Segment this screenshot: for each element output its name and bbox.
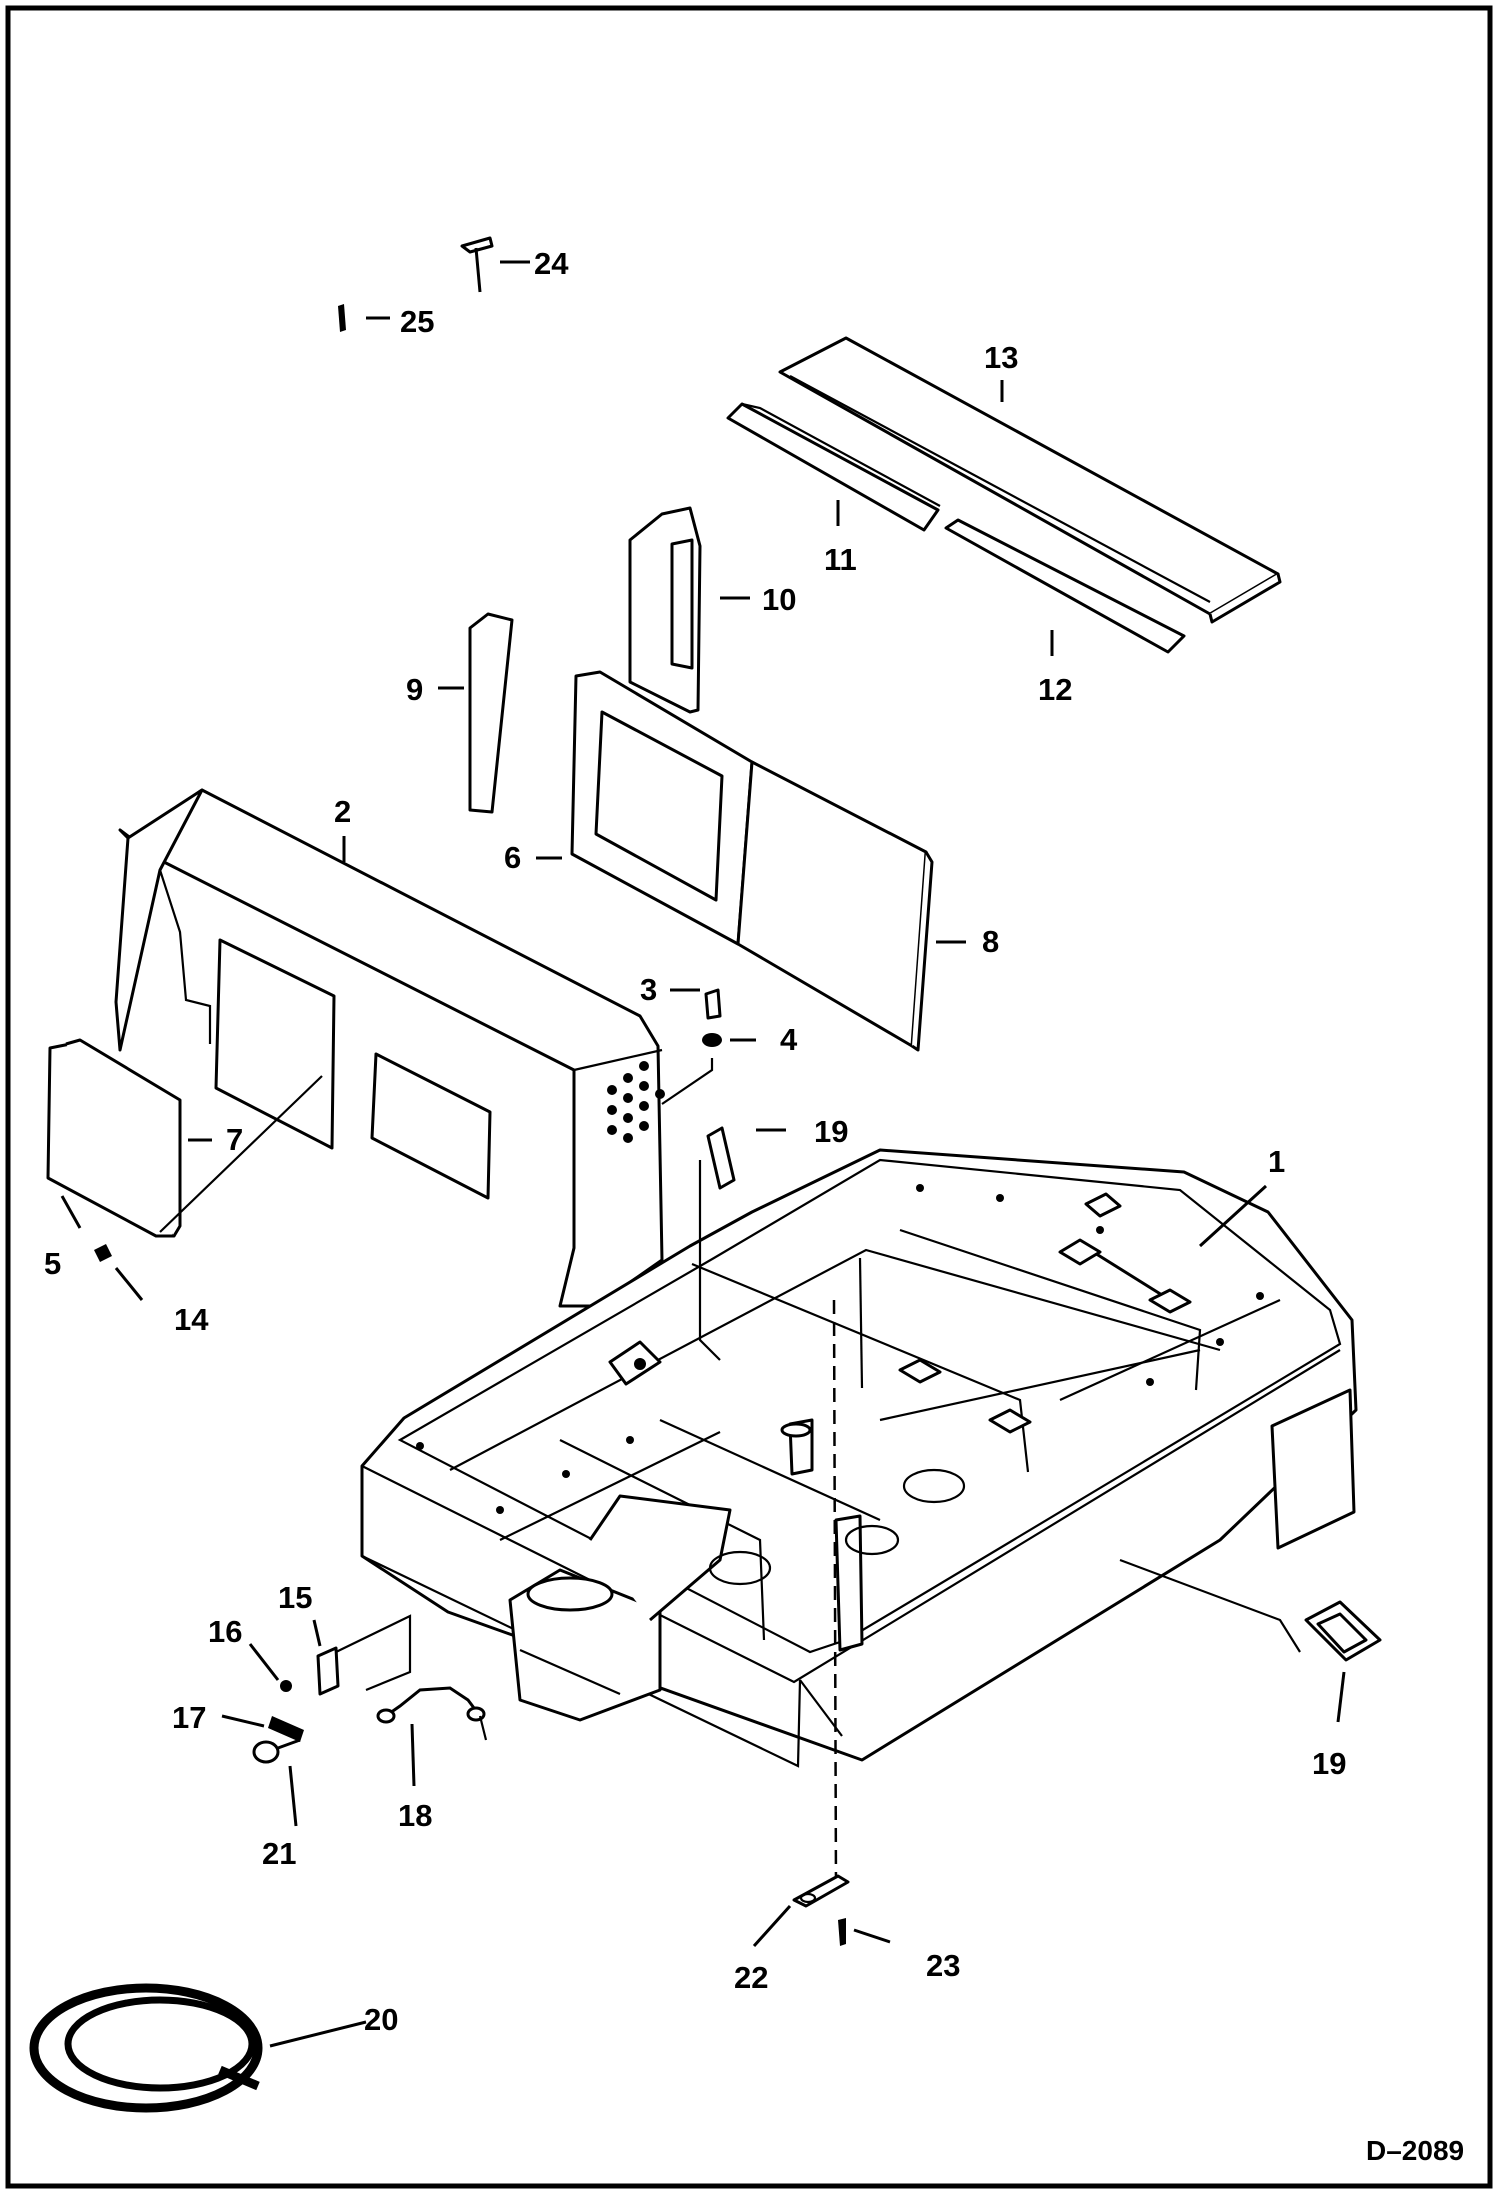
part-20-hose-coil — [29, 1983, 263, 2113]
callout-6: 6 — [504, 840, 521, 875]
callout-23: 23 — [926, 1948, 960, 1983]
part-17-fitting — [268, 1716, 304, 1742]
callout-25: 25 — [400, 304, 434, 339]
part-5-7-cover-plate — [46, 1038, 323, 1238]
part-18-harness — [376, 1686, 488, 1741]
callout-15: 15 — [278, 1580, 312, 1615]
callout-7: 7 — [226, 1122, 243, 1157]
callout-2: 2 — [334, 794, 351, 829]
callout-13: 13 — [984, 340, 1018, 375]
part-9-strip — [468, 612, 514, 814]
callout-14: 14 — [174, 1302, 209, 1337]
callout-20: 20 — [364, 2002, 398, 2037]
callout-8: 8 — [982, 924, 999, 959]
callout-3: 3 — [640, 972, 657, 1007]
part-21-connector — [252, 1738, 301, 1764]
callout-10: 10 — [762, 582, 796, 617]
callout-19-upper: 19 — [814, 1114, 848, 1149]
part-19-seal-upper — [698, 1126, 736, 1361]
diagram-border — [5, 5, 1493, 2189]
callout-21: 21 — [262, 1836, 296, 1871]
vent-holes — [607, 1061, 665, 1143]
callout-1: 1 — [1268, 1144, 1285, 1179]
part-16-bolt — [280, 1680, 292, 1692]
callout-5: 5 — [44, 1246, 61, 1281]
part-3-bolt — [704, 988, 722, 1020]
part-6-window-panel — [570, 670, 754, 946]
hinge-pin-axis — [832, 1299, 838, 1891]
part-19-seal-right — [1119, 1558, 1382, 1662]
leader-lines — [60, 260, 1346, 2048]
part-2-engine-cover — [114, 788, 665, 1308]
callout-24: 24 — [534, 246, 569, 281]
callout-19-right: 19 — [1312, 1746, 1346, 1781]
part-25-bolt — [338, 304, 346, 332]
callout-12: 12 — [1038, 672, 1072, 707]
part-15-bracket — [316, 1614, 412, 1696]
part-23-bolt — [838, 1918, 846, 1946]
callout-labels: 1 2 3 4 5 6 7 8 9 10 11 12 13 14 15 16 1… — [44, 246, 1464, 2166]
part-22-retainer — [792, 1874, 850, 1908]
part-10-window-frame — [628, 506, 702, 714]
callout-18: 18 — [398, 1798, 432, 1833]
drawing-code: D–2089 — [1366, 2135, 1464, 2166]
callout-22: 22 — [734, 1960, 768, 1995]
callout-16: 16 — [208, 1614, 242, 1649]
part-1-upper-frame — [360, 1148, 1358, 1768]
callout-17: 17 — [172, 1700, 206, 1735]
part-14-bolt — [94, 1244, 112, 1262]
callout-9: 9 — [406, 672, 423, 707]
part-4-washer — [661, 1033, 722, 1105]
callout-4: 4 — [780, 1022, 798, 1057]
part-24-pin — [460, 236, 494, 293]
part-11-12-strips — [726, 402, 1186, 654]
callout-11: 11 — [824, 542, 857, 577]
part-13-top-panel — [778, 336, 1282, 624]
part-8-side-panel — [736, 760, 934, 1052]
